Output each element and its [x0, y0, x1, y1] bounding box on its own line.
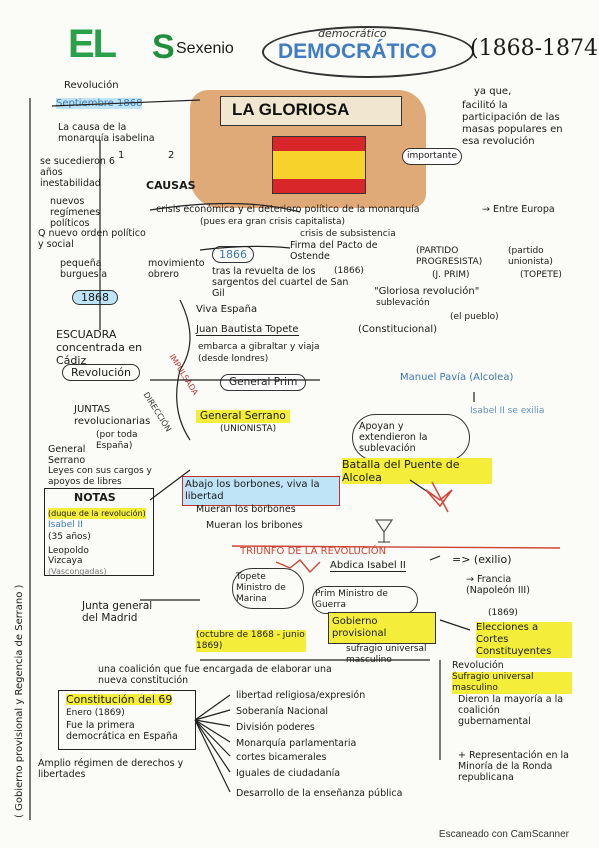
- triunfo-francia: → Francia (Napoleón III): [466, 574, 530, 596]
- batalla-label: Batalla del Puente de Alcolea: [342, 458, 492, 484]
- y1866-sublevacion: sublevación: [376, 298, 430, 308]
- general-prim: General Prim: [220, 374, 307, 391]
- const-intro: una coalición que fue encargada de elabo…: [98, 664, 332, 686]
- y1868-embarca: embarca a gibraltar y viaja: [198, 342, 320, 352]
- causa-label: La causa de la monarquía isabelina: [58, 122, 155, 144]
- revolucion-box: Revolución: [62, 364, 140, 381]
- junta-fecha: (octubre de 1868 - junio 1869): [196, 630, 306, 652]
- y1868-borbon: Juan Bautista Topete: [196, 324, 299, 336]
- const-item-2: División poderes: [236, 722, 315, 733]
- header-years: (1868-1874): [470, 36, 599, 61]
- pequena-label: pequeña burguesía: [60, 258, 108, 280]
- const-right-2: Dieron la mayoría a la coalición guberna…: [458, 694, 564, 727]
- juntas-leyes: Leyes con sus cargos y apoyos de libres: [48, 466, 152, 487]
- banner: [220, 96, 402, 126]
- general-serrano: General Serrano: [196, 410, 290, 423]
- const-amplio: Amplio régimen de derechos y libertades: [38, 758, 184, 780]
- y1868-desde: (desde londres): [198, 354, 269, 364]
- const-right-3: + Representación en la Minoría de la Ron…: [458, 750, 569, 783]
- causas-label: CAUSAS: [146, 179, 196, 192]
- y1866-prim: (J. PRIM): [432, 270, 470, 280]
- n1: 1: [118, 150, 125, 161]
- notas-l3: (35 años): [48, 532, 91, 542]
- junta-title: Junta general del Madrid: [82, 600, 153, 624]
- notas-l2: Isabel II: [48, 520, 83, 530]
- header-democratico: DEMOCRÁTICO: [278, 40, 437, 63]
- const-item-5: Iguales de ciudadanía: [236, 768, 341, 779]
- const-item-3: Monarquía parlamentaria: [236, 738, 357, 749]
- const-box2: Enero (1869): [66, 708, 125, 718]
- escuadra-label: ESCUADRA concentrada en Cádiz: [56, 328, 143, 367]
- ya-que: ya que,: [474, 86, 512, 97]
- y1866-partido-unionista: (partido unionista): [508, 246, 553, 267]
- y1866-partido: (PARTIDO PROGRESISTA): [416, 246, 483, 267]
- y1866-fecha: (1866): [334, 266, 364, 276]
- triunfo-exilio: => (exilio): [452, 553, 512, 566]
- const-item-4: cortes bicamerales: [236, 752, 327, 763]
- juntas-general: General Serrano: [48, 444, 86, 466]
- y1866-gloriosa: "Gloriosa revolución": [374, 286, 480, 297]
- y1866-topete: (TOPETE): [520, 270, 562, 280]
- notas-title: NOTAS: [74, 491, 116, 504]
- header-sexenio: Sexenio: [176, 40, 234, 57]
- const-right-0: Revolución: [452, 660, 504, 671]
- triunfo-gobierno: Gobierno provisional: [328, 612, 436, 644]
- y1866-firma: Firma del Pacto de Ostende: [290, 240, 378, 262]
- header-el: EL: [68, 22, 117, 66]
- crisis-line2: (pues era gran crisis capitalista): [200, 217, 345, 227]
- triunfo-1869: (1869): [488, 608, 518, 618]
- y1868-constitucional: (Constitucional): [358, 324, 438, 335]
- crisis-entre: → Entre Europa: [482, 204, 555, 215]
- y1868-label: 1868: [72, 290, 118, 305]
- const-item-1: Soberanía Nacional: [236, 706, 329, 717]
- triunfo-title: TRIUNFO DE LA REVOLUCIÓN: [240, 546, 387, 557]
- y1866-tras: tras la revuelta de los sargentos del cu…: [212, 266, 349, 299]
- juntas-abajo: Abajo los borbones, viva la libertad: [182, 476, 340, 506]
- facilito: facilitó la participación de las masas p…: [462, 100, 563, 147]
- movimiento-label: movimiento obrero: [148, 258, 205, 280]
- triunfo-elecciones: Elecciones a Cortes Constituyentes: [476, 622, 572, 658]
- juntas-mueran: Mueran los borbones: [196, 504, 296, 515]
- revolucion-label: Revolución: [64, 80, 119, 91]
- notas-box: [44, 488, 154, 576]
- importante-label: importante: [402, 148, 463, 165]
- y1866-pueblo: (el pueblo): [450, 312, 499, 322]
- juntas-title: JUNTAS revolucionarias: [74, 404, 151, 427]
- suceden-label: se sucedieron 6 años inestabilidad: [40, 156, 115, 189]
- unionista: (UNIONISTA): [220, 424, 277, 434]
- triunfo-abdica: Abdica Isabel II: [330, 560, 406, 572]
- banner-title: LA GLORIOSA: [232, 100, 350, 119]
- manuel-label: Manuel Pavía (Alcolea): [400, 372, 514, 383]
- nuevo-orden-label: Q nuevo orden político y social: [38, 228, 146, 250]
- const-right-1: Sufragio universal masculino: [452, 672, 572, 694]
- n2: 2: [168, 150, 175, 161]
- header-democratico-small: democrático: [318, 27, 387, 40]
- notas-l6: (Vascongadas): [48, 567, 107, 576]
- y1868-viva: Viva España: [196, 304, 258, 315]
- isabel-label: Isabel II se exilia: [470, 406, 545, 416]
- const-item-6: Desarrollo de la enseñanza pública: [236, 788, 403, 799]
- const-box1: Constitución del 69: [66, 693, 173, 706]
- triunfo-topete: Topete Ministro de Marina: [232, 568, 304, 609]
- notas-l1: (duque de la revolución): [48, 508, 146, 519]
- crisis-line3: crisis de subsistencia: [300, 229, 396, 239]
- notas-l5: Vizcaya: [48, 556, 83, 566]
- juntas-sub: (por toda España): [96, 430, 138, 451]
- header-s: S: [152, 28, 175, 66]
- spain-flag: [272, 136, 366, 194]
- notas-l4: Leopoldo: [48, 546, 89, 556]
- juntas-muera: Mueran los bribones: [206, 520, 303, 531]
- nuevos-label: nuevos regímenes políticos: [50, 196, 101, 229]
- const-item-0: libertad religiosa/expresión: [236, 690, 366, 701]
- footer-scanner: Escaneado con CamScanner: [438, 829, 569, 840]
- democratico-oval: [262, 26, 474, 78]
- const-fue: Fue la primera democrática en España: [66, 720, 178, 742]
